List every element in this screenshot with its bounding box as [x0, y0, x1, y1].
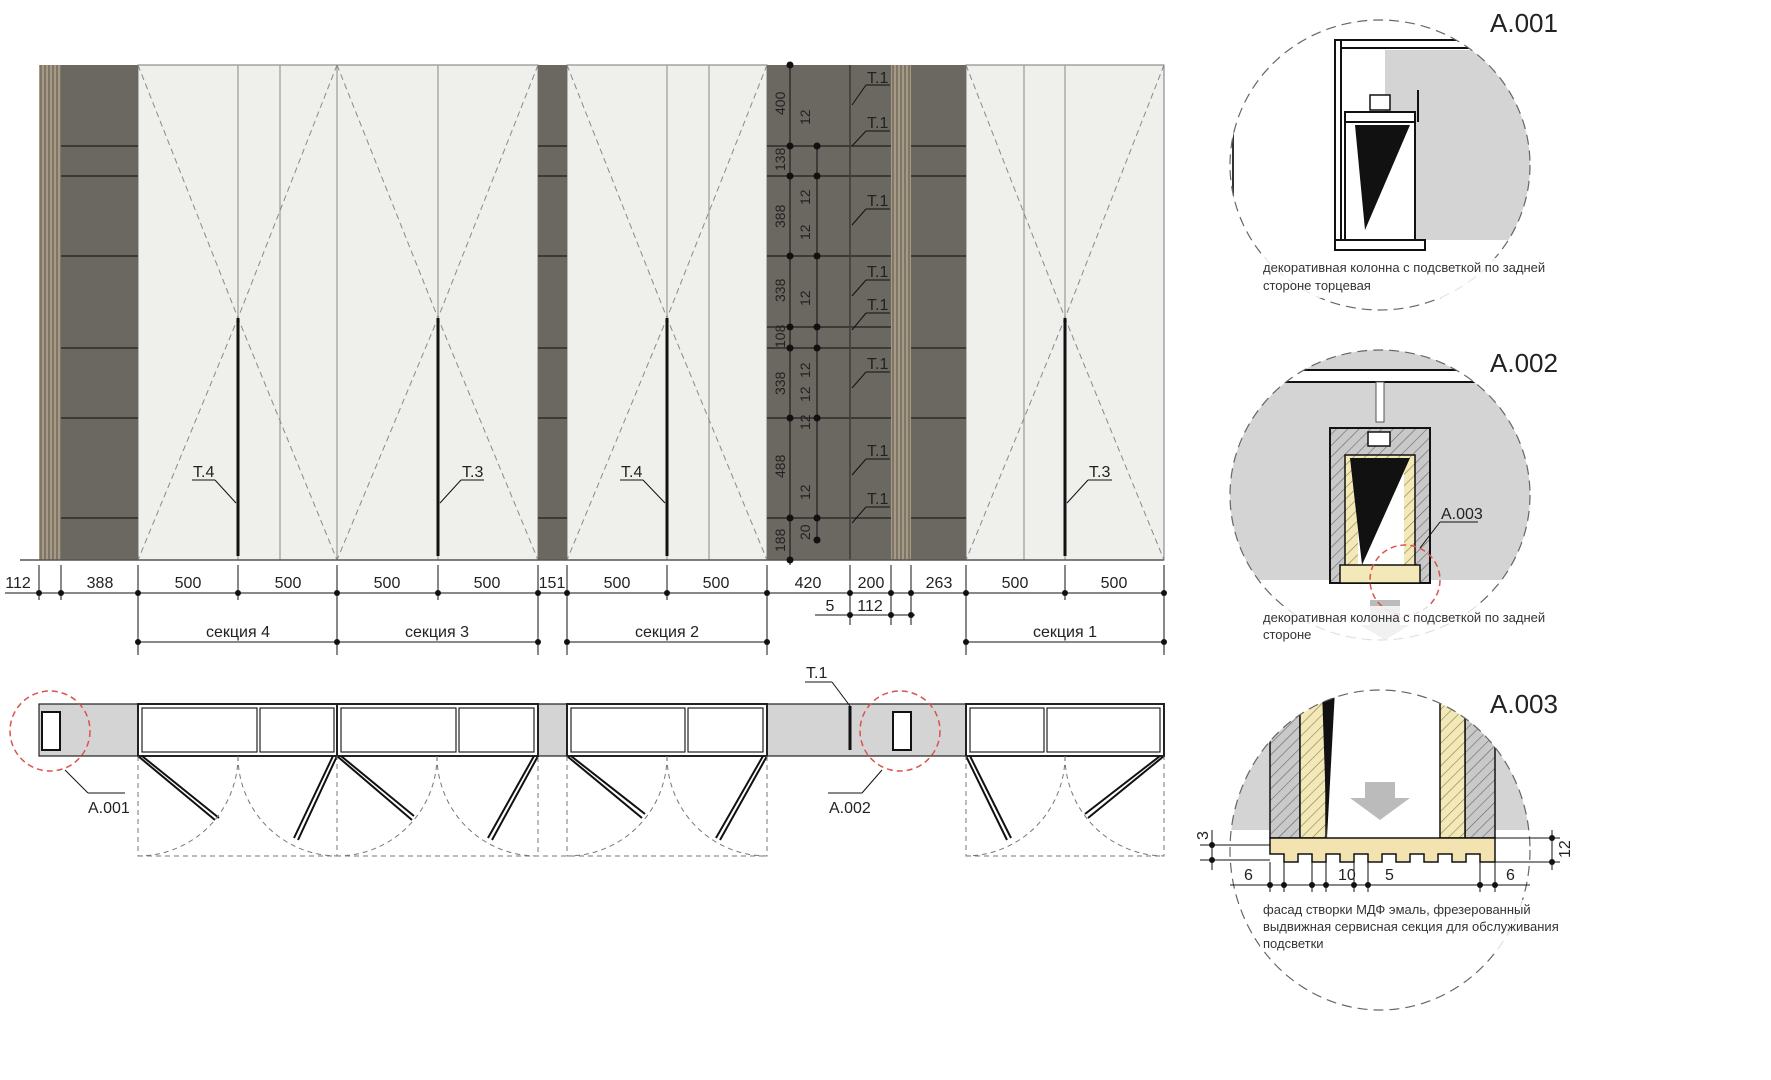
dim-label: 500: [703, 575, 730, 592]
tag-t1: T.1: [867, 491, 888, 508]
caption: выдвижная сервисная секция для обслужива…: [1263, 919, 1559, 934]
ribbed-column: [39, 65, 61, 560]
dim-v: 12: [797, 386, 813, 402]
dim-label: 112: [857, 598, 883, 615]
detail-a001: декоративная колонна с подсветкой по зад…: [1229, 8, 1558, 311]
door-handles: [236, 318, 1067, 556]
dim-label: 388: [87, 575, 114, 592]
dim-v: 400: [772, 91, 788, 115]
dim-label: 263: [926, 575, 953, 592]
dim-label: 500: [604, 575, 631, 592]
detail-title: A.002: [1490, 348, 1558, 378]
tag-t1: T.1: [867, 297, 888, 314]
caption: декоративная колонна с подсветкой по зад…: [1263, 610, 1545, 625]
tag-t1: T.1: [867, 443, 888, 460]
tag-t1: T.1: [867, 264, 888, 281]
plan-view: A.001 A.002 T.1: [9, 665, 1165, 857]
dim-v: 488: [772, 454, 788, 478]
dim-label: 12: [1557, 840, 1574, 858]
dim-label: 500: [474, 575, 501, 592]
detail-title: A.001: [1490, 8, 1558, 38]
dim-v: 20: [797, 524, 813, 540]
elevation-view: T.4 T.3 T.4 T.3 T.1 T.1 T.1 T.1 T.1 T.1 …: [5, 61, 1167, 655]
dim-label: 200: [858, 575, 885, 592]
tag-t1: T.1: [867, 70, 888, 87]
dim-label: 420: [795, 575, 822, 592]
dim-v: 12: [797, 109, 813, 125]
dark-panel: [538, 65, 567, 560]
caption: декоративная колонна с подсветкой по зад…: [1263, 260, 1545, 275]
dim-label: 6: [1506, 867, 1515, 884]
caption: стороне: [1263, 627, 1311, 642]
caption: фасад створки МДФ эмаль, фрезерованный: [1263, 902, 1531, 917]
dim-label: 500: [1002, 575, 1029, 592]
tag-t1: T.1: [867, 115, 888, 132]
callout-circle-a001: [9, 690, 91, 772]
section-label: секция 1: [1033, 624, 1097, 641]
caption: стороне торцевая: [1263, 278, 1371, 293]
dim-label: 6: [1244, 867, 1253, 884]
dim-v: 388: [772, 204, 788, 228]
detail-title: A.003: [1490, 689, 1558, 719]
dark-panel: [61, 65, 138, 560]
tag-t3: T.3: [1089, 464, 1110, 481]
dim-label: 151: [539, 575, 566, 592]
callout-a002-label: A.002: [829, 800, 871, 817]
dim-v: 138: [772, 147, 788, 171]
tag-t1: T.1: [867, 356, 888, 373]
dim-label: 500: [275, 575, 302, 592]
callout-circle-a002: [859, 690, 941, 772]
ribbed-column: [891, 65, 911, 560]
tag-t1: T.1: [806, 665, 827, 682]
callout-a003-label: A.003: [1441, 506, 1483, 523]
dim-v: 12: [797, 484, 813, 500]
dim-label: 500: [1101, 575, 1128, 592]
detail-a003: 3 12 6 10 5 6 фасад створки МДФ эмаль, ф…: [1195, 689, 1574, 1011]
section-label: секция 4: [206, 624, 270, 641]
dim-label: 5: [826, 598, 835, 615]
section-label: секция 3: [405, 624, 469, 641]
door-lines: [237, 65, 1066, 560]
detail-a002: A.003 декоративная колонна с подсветкой …: [1229, 348, 1558, 642]
dim-v: 188: [772, 528, 788, 552]
dim-label: 5: [1385, 867, 1394, 884]
panel-light: [137, 64, 539, 561]
dim-label: 3: [1195, 831, 1212, 840]
callout-a001-label: A.001: [88, 800, 130, 817]
section-label: секция 2: [635, 624, 699, 641]
dim-label: 10: [1338, 867, 1356, 884]
dim-v: 12: [797, 362, 813, 378]
dim-v: 338: [772, 371, 788, 395]
tag-t1: T.1: [867, 193, 888, 210]
dim-label: 112: [5, 575, 31, 592]
dim-v: 108: [772, 324, 788, 348]
tag-t3: T.3: [462, 464, 483, 481]
dim-label: 500: [175, 575, 202, 592]
dim-v: 12: [797, 224, 813, 240]
dim-v: 338: [772, 278, 788, 302]
dark-panel: [911, 65, 966, 560]
caption: подсветки: [1263, 936, 1324, 951]
tag-t4: T.4: [193, 464, 214, 481]
dim-v: 12: [797, 189, 813, 205]
dim-label: 500: [374, 575, 401, 592]
dim-v: 12: [797, 290, 813, 306]
dim-v: 12: [797, 414, 813, 430]
tag-t4: T.4: [621, 464, 642, 481]
